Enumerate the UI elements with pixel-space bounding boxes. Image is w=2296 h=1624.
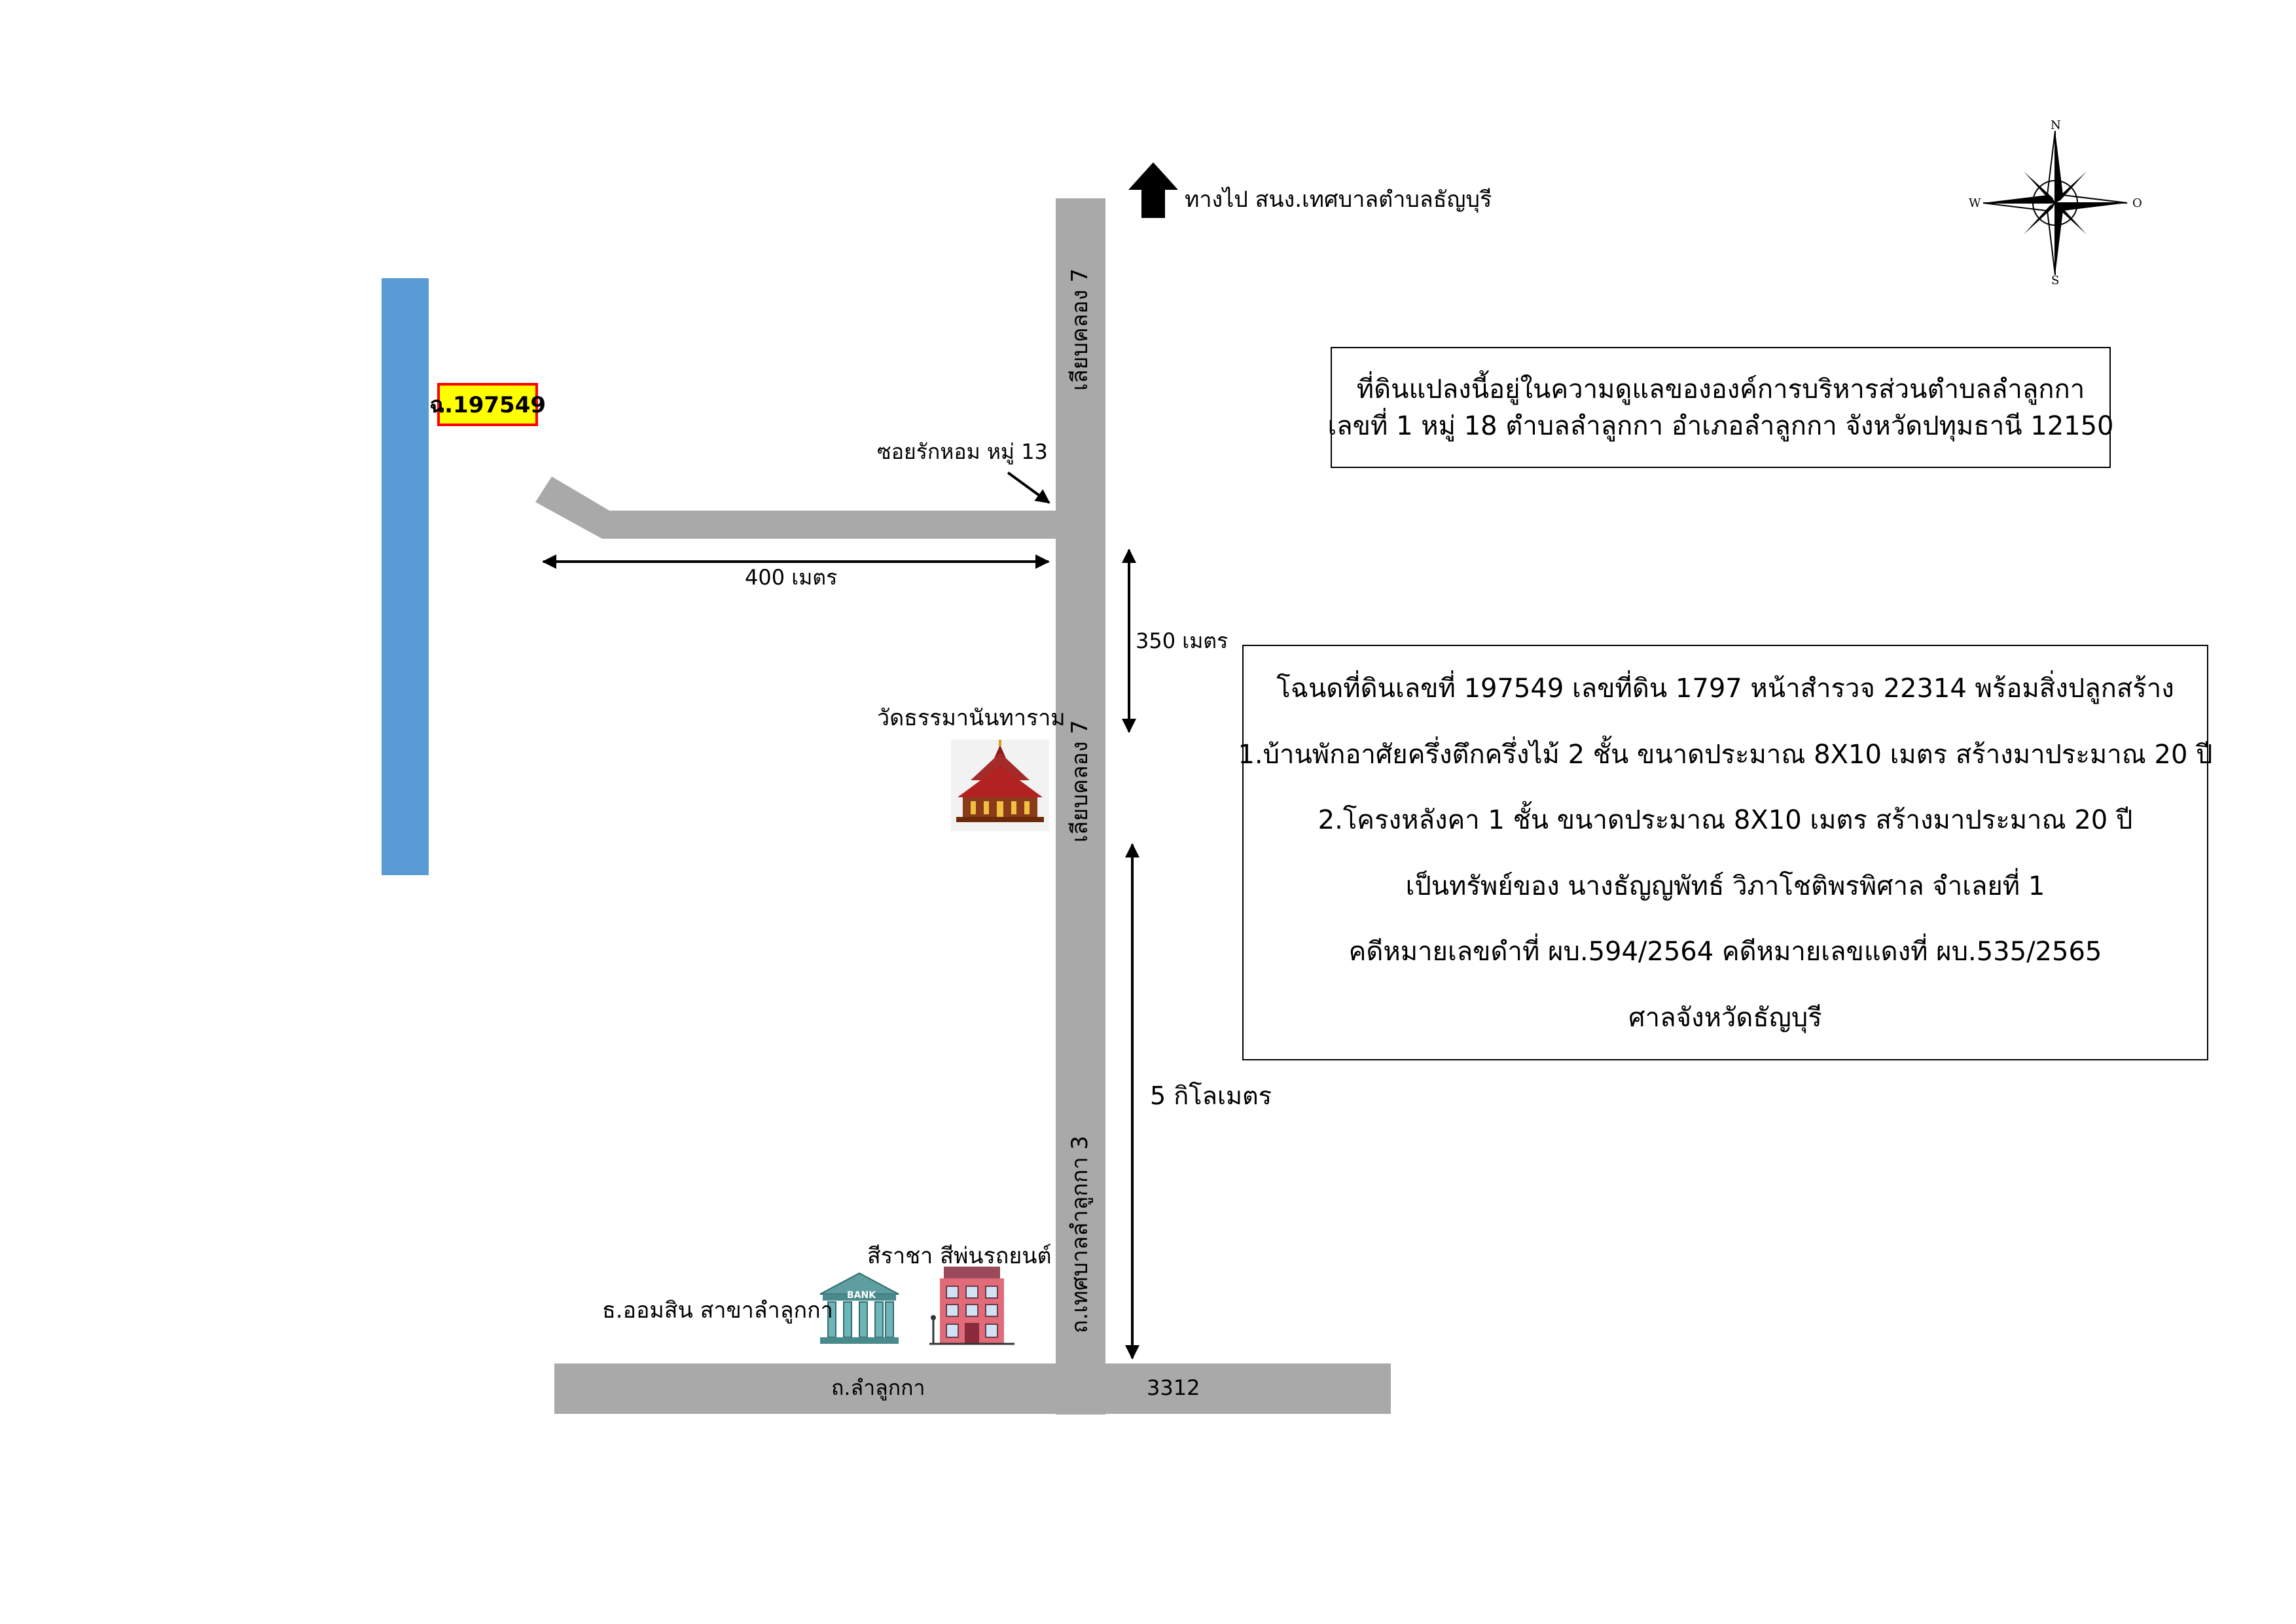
north-direction-arrow-icon	[1128, 162, 1178, 218]
soi-pointer-arrow	[1007, 471, 1050, 504]
bank-sign-text: BANK	[847, 1290, 876, 1301]
temple-icon	[951, 740, 1049, 831]
canal	[382, 278, 429, 875]
distance-label-400m: 400 เมตร	[745, 565, 838, 590]
compass-west-label: W	[1969, 196, 1981, 210]
property-info-box: โฉนดที่ดินเลขที่ 197549 เลขที่ดิน 1797 ห…	[1238, 645, 2213, 1060]
bottom-road-label: ถ.ลำลูกกา	[831, 1375, 925, 1400]
bottom-road	[554, 1363, 1391, 1414]
compass-north-label: N	[2051, 118, 2061, 132]
plot-badge-label: ฉ.197549	[429, 392, 547, 418]
bank-label: ธ.ออมสิน สาขาลำลูกกา	[602, 1297, 833, 1324]
compass-east-label: O	[2132, 196, 2142, 210]
compass-south-label: S	[2051, 274, 2060, 287]
north-direction-label: ทางไป สนง.เทศบาลตำบลธัญบุรี	[1185, 187, 1492, 213]
soi-road	[602, 511, 1057, 539]
property-line-4: เป็นทรัพย์ของ นางธัญญพัทธ์ วิภาโชติพรพิศ…	[1405, 871, 2045, 901]
main-road-label-middle: เลียบคลอง 7	[1067, 720, 1093, 842]
property-line-6: ศาลจังหวัดธัญบุรี	[1628, 1002, 1822, 1033]
shop-label: สีราชา สีพ่นรถยนต์	[867, 1243, 1052, 1269]
main-road-label-upper: เลียบคลอง 7	[1067, 268, 1093, 391]
main-road-label-lower: ถ.เทศบาลลำลูกกา 3	[1067, 1136, 1093, 1333]
jurisdiction-line-1: ที่ดินแปลงนี้อยู่ในความดูแลขององค์การบริ…	[1356, 374, 2085, 405]
property-line-2: 1.บ้านพักอาศัยครึ่งตึกครึ่งไม้ 2 ชั้น ขน…	[1238, 739, 2213, 770]
property-line-3: 2.โครงหลังคา 1 ชั้น ขนาดประมาณ 8X10 เมตร…	[1318, 805, 2133, 836]
main-road	[1056, 198, 1105, 1415]
bank-icon	[819, 1272, 899, 1344]
plot-badge: ฉ.197549	[429, 383, 546, 426]
temple-label: วัดธรรมานันทาราม	[877, 705, 1066, 731]
distance-label-5km: 5 กิโลเมตร	[1150, 1081, 1272, 1110]
property-line-1: โฉนดที่ดินเลขที่ 197549 เลขที่ดิน 1797 ห…	[1276, 674, 2174, 704]
distance-label-350m: 350 เมตร	[1136, 628, 1229, 653]
compass-rose-icon	[1982, 130, 2128, 276]
jurisdiction-line-2: เลขที่ 1 หมู่ 18 ตำบลลำลูกกา อำเภอลำลูกก…	[1327, 410, 2114, 441]
property-line-5: คดีหมายเลขดำที่ ผบ.594/2564 คดีหมายเลขแด…	[1348, 937, 2102, 967]
soi-label: ซอยรักหอม หมู่ 13	[877, 439, 1048, 464]
soi-road-bend	[535, 477, 609, 539]
shop-building-icon	[929, 1267, 1014, 1345]
bottom-road-number: 3312	[1147, 1375, 1200, 1400]
jurisdiction-info-box: ที่ดินแปลงนี้อยู่ในความดูแลขององค์การบริ…	[1327, 347, 2114, 468]
